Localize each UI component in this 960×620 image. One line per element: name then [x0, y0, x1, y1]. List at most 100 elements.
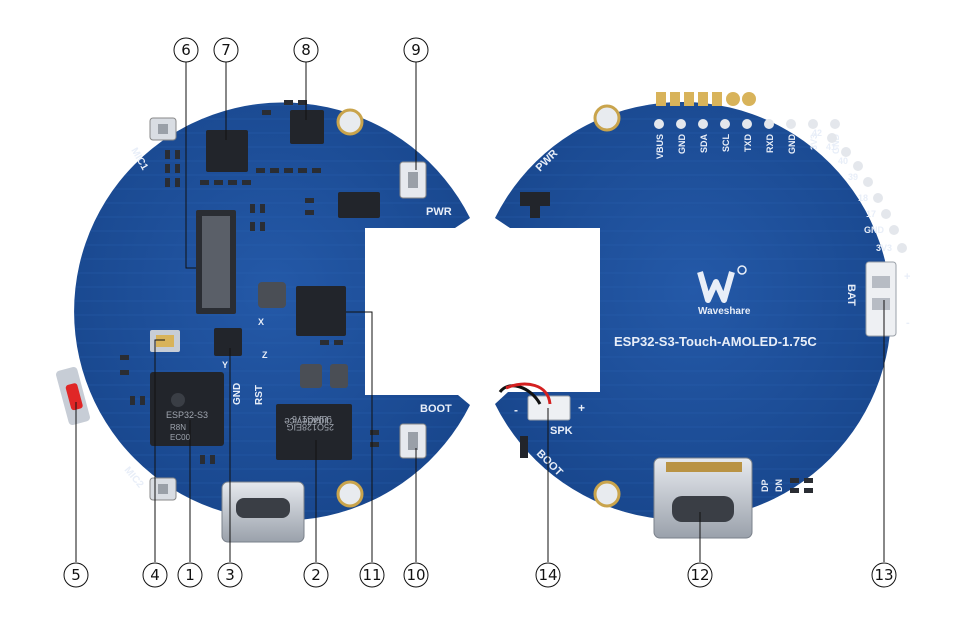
- mount-hole: [336, 480, 364, 508]
- callout-13-label: 13: [874, 566, 893, 584]
- label-x: X: [258, 317, 264, 327]
- pin-label-3v3: 3V3: [809, 134, 819, 150]
- callout-4: 4: [142, 562, 168, 588]
- callout-2-label: 2: [311, 566, 321, 584]
- esp-chip-text-1: ESP32-S3: [166, 410, 208, 420]
- pin-label-vbus: VBUS: [655, 134, 665, 159]
- callout-9: 9: [403, 37, 429, 63]
- board-back: VBUS GND SDA SCL TXD RXD GND 3V3 GND 42 …: [495, 92, 910, 539]
- label-gnd-front: GND: [232, 383, 243, 405]
- callout-3-label: 3: [225, 566, 235, 584]
- callout-7: 7: [213, 37, 239, 63]
- boot-side-switch: [520, 436, 528, 458]
- callout-1: 1: [177, 562, 203, 588]
- pin-label-gnd: GND: [677, 134, 687, 155]
- callout-1-label: 1: [185, 566, 195, 584]
- callout-8-label: 8: [301, 41, 311, 59]
- flash-text-3: UMG176: [292, 414, 328, 424]
- callout-5: 5: [63, 562, 89, 588]
- chip-7: [206, 130, 248, 172]
- top-pin-pads: [654, 119, 840, 129]
- pin-label-txd: TXD: [743, 133, 753, 152]
- passive-components: [120, 100, 379, 464]
- passive-components-back: [790, 478, 813, 493]
- capacitor: [330, 364, 348, 388]
- label-pwr-front: PWR: [426, 206, 452, 218]
- label-z: Z: [262, 350, 268, 360]
- pin-label-41: 41: [826, 142, 836, 152]
- pin-label-gnd: GND: [787, 134, 797, 155]
- pin-label-rxd: RXD: [765, 134, 775, 154]
- label-rst-front: RST: [254, 385, 265, 405]
- pwr-side-switch: [520, 192, 550, 206]
- header-pads-top: [656, 92, 756, 106]
- chip-imu: [214, 328, 242, 356]
- callout-10-label: 10: [406, 566, 425, 584]
- label-boot-front: BOOT: [420, 403, 452, 415]
- right-pin-pads: [827, 133, 907, 253]
- callout-14: 14: [535, 562, 561, 588]
- label-bat: BAT: [845, 284, 857, 306]
- label-spk-minus: -: [514, 403, 518, 417]
- speaker-wire-black: [498, 384, 542, 405]
- callout-6-label: 6: [181, 41, 191, 59]
- callouts: 6 7 8 9 5 4 1 3 2 11 10 14 12 13: [63, 37, 897, 588]
- pin-label-gnd: GND: [831, 134, 841, 155]
- flash-chip: [276, 404, 352, 460]
- label-bat-plus: +: [904, 271, 910, 283]
- pin-label-sda: SDA: [699, 134, 709, 154]
- pin-label-3v3: 3V3: [876, 243, 892, 253]
- callout-6: 6: [173, 37, 199, 63]
- pin-label-39: 39: [848, 172, 858, 182]
- callout-11: 11: [359, 562, 385, 588]
- label-y: Y: [222, 360, 228, 370]
- label-spk-plus: +: [578, 401, 585, 415]
- callout-2: 2: [303, 562, 329, 588]
- callout-12-label: 12: [690, 566, 709, 584]
- callout-9-label: 9: [411, 41, 421, 59]
- esp32-chip: [150, 372, 224, 446]
- inductor: [258, 282, 286, 308]
- label-mic2: MIC2: [122, 465, 146, 491]
- callout-14-label: 14: [538, 566, 557, 584]
- pin-label-scl: SCL: [721, 133, 731, 152]
- callout-4-label: 4: [150, 566, 160, 584]
- waveshare-logo: Waveshare: [697, 265, 751, 317]
- chip-8: [290, 110, 324, 144]
- pin-label-42: 42: [812, 128, 822, 138]
- label-dn: DN: [774, 479, 784, 492]
- pin-label-gnd: GND: [864, 225, 885, 235]
- label-bat-minus: -: [906, 317, 910, 329]
- callout-10: 10: [403, 562, 429, 588]
- board-front: MIC1 MIC2: [56, 100, 471, 543]
- mount-hole: [336, 108, 364, 136]
- chip-11: [296, 286, 346, 336]
- callout-11-label: 11: [362, 566, 381, 584]
- callout-3: 3: [217, 562, 243, 588]
- callout-leaders: [75, 62, 885, 562]
- pin-label-17: 17: [866, 209, 876, 219]
- flash-text-1: gigadevice: [284, 415, 332, 426]
- esp-chip-text-3: EC00: [170, 433, 191, 442]
- model-text: ESP32-S3-Touch-AMOLED-1.75C: [614, 334, 817, 349]
- pin-label-40: 40: [838, 156, 848, 166]
- esp-chip-text-2: R8N: [170, 423, 186, 432]
- mount-hole: [593, 104, 621, 132]
- capacitor: [300, 364, 322, 388]
- chip-small: [338, 192, 380, 218]
- brand-text: Waveshare: [698, 306, 751, 317]
- right-pin-labels: 42 41 40 39 18 17 GND 3V3: [812, 128, 892, 253]
- speaker-wire-red: [505, 382, 552, 405]
- mount-hole: [593, 480, 621, 508]
- callout-8: 8: [293, 37, 319, 63]
- flash-text-2: 25Q128EIG: [286, 422, 334, 432]
- pin-label-18: 18: [858, 193, 868, 203]
- callout-7-label: 7: [221, 41, 231, 59]
- callout-13: 13: [871, 562, 897, 588]
- label-dp: DP: [760, 479, 770, 492]
- callout-5-label: 5: [71, 566, 81, 584]
- callout-12: 12: [687, 562, 713, 588]
- top-pin-labels: VBUS GND SDA SCL TXD RXD GND 3V3 GND: [655, 133, 841, 159]
- label-spk: SPK: [550, 425, 573, 437]
